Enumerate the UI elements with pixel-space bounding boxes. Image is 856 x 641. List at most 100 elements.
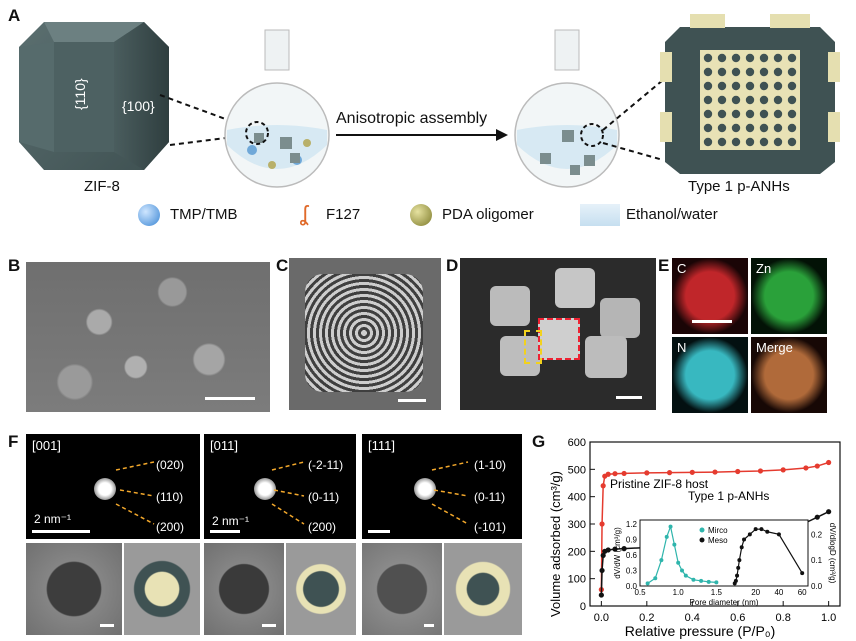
inset-point-mirco — [645, 581, 650, 586]
x-tick-label: 0.8 — [776, 612, 791, 624]
saed-pattern-111: [111] (1-10) (0-11) (-101) — [362, 434, 522, 539]
spot-m101: (-101) — [474, 520, 507, 534]
spot-110: (110) — [156, 490, 184, 504]
inset-left-tick: 0.0 — [626, 582, 638, 591]
series-label-panh: Type 1 p-ANHs — [688, 489, 769, 503]
inset-point-mirco — [699, 578, 704, 583]
inset-point-mirco — [672, 542, 677, 547]
inset-x-tick: 40 — [774, 588, 783, 597]
inset-left-tick: 0.9 — [626, 536, 638, 545]
x-tick-label: 0.6 — [730, 612, 745, 624]
edx-map-nitrogen: N — [672, 337, 748, 413]
spot-1m10: (1-10) — [474, 458, 507, 472]
x-tick-label: 0.4 — [685, 612, 700, 624]
zoom-lines-right — [602, 79, 664, 161]
inset-x-tick: 1.5 — [711, 588, 723, 597]
reaction-flask-right — [514, 29, 620, 188]
series-point-1 — [814, 514, 820, 520]
y-tick-label: 600 — [568, 437, 586, 449]
inset-point-mirco — [659, 558, 664, 563]
series-point-0 — [605, 471, 611, 477]
tem-image-111 — [362, 543, 442, 635]
inset-right-label: dV/dlogD (cm³/g) — [828, 523, 837, 584]
edx-map-carbon: C — [672, 258, 748, 334]
inset-point-mirco — [706, 579, 711, 584]
y-tick-label: 100 — [568, 574, 586, 586]
anisotropic-assembly-label: Anisotropic assembly — [336, 110, 488, 127]
tmp-tmb-legend-icon — [138, 204, 160, 226]
inset-point-mirco — [664, 534, 669, 539]
edx-label-nitrogen: N — [677, 340, 687, 355]
edx-label-zinc: Zn — [756, 261, 772, 276]
zone-axis-111: [111] — [368, 438, 395, 453]
inset-point-meso — [739, 545, 744, 550]
panel-label-d: D — [446, 256, 459, 275]
panel-label-b: B — [8, 256, 21, 275]
inset-left-tick: 1.2 — [626, 520, 638, 529]
inset-right-tick: 0.0 — [811, 582, 823, 591]
zone-axis-011: [011] — [210, 438, 238, 453]
inset-point-mirco — [668, 524, 673, 529]
tem-image-001 — [26, 543, 122, 635]
tem-image-011 — [204, 543, 284, 635]
inset-x-tick: 1.0 — [673, 588, 685, 597]
panel-label-f: F — [8, 432, 19, 451]
x-tick-label: 0.0 — [594, 612, 609, 624]
model-001 — [124, 543, 200, 635]
inset-point-meso — [735, 573, 740, 578]
series-point-0 — [666, 470, 673, 476]
series-point-1 — [621, 546, 627, 552]
reaction-flask-left — [224, 29, 330, 188]
inset-point-meso — [747, 532, 752, 537]
sem-image-b — [26, 262, 270, 412]
product-label: Type 1 p-ANHs — [688, 178, 790, 195]
series-point-0 — [757, 468, 764, 474]
inset-point-mirco — [653, 576, 658, 581]
inset-point-meso — [753, 527, 758, 532]
model-111 — [444, 543, 522, 635]
saed-pattern-011: [011] (-2-11) (0-11) (200) 2 nm⁻¹ — [204, 434, 356, 539]
series-point-0 — [735, 468, 741, 475]
edx-label-carbon: C — [677, 261, 687, 276]
inset-left-label: dV/dW (cm³/g) — [613, 527, 622, 579]
series-point-1 — [599, 567, 605, 574]
edx-label-merge: Merge — [756, 340, 793, 355]
zif8-label: ZIF-8 — [84, 178, 120, 195]
inset-point-meso — [800, 571, 805, 576]
series-point-0 — [600, 483, 606, 489]
spot-m2m11: (-2-11) — [308, 458, 344, 472]
isotherm-chart: Volume adsorbed (cm³/g) Relative pressur… — [548, 437, 841, 639]
inset-right-tick: 0.2 — [811, 530, 823, 539]
inset-point-meso — [736, 565, 741, 570]
x-tick-label: 1.0 — [821, 612, 836, 624]
pda-oligomer-legend-icon — [410, 204, 432, 226]
spot-200-b: (200) — [308, 520, 337, 534]
facet-100-label: {100} — [122, 98, 155, 114]
f127-legend-icon: ʆ — [300, 201, 308, 226]
inset-x-tick: 0.5 — [634, 588, 646, 597]
series-point-0 — [712, 469, 718, 475]
series-point-1 — [826, 509, 832, 515]
y-tick-label: 200 — [568, 546, 586, 558]
panel-label-c: C — [276, 256, 289, 275]
inset-x-label: Pore diameter (nm) — [690, 598, 759, 607]
y-tick-label: 400 — [568, 492, 586, 504]
model-011 — [286, 543, 356, 635]
inset-point-mirco — [676, 560, 681, 565]
y-tick-label: 500 — [568, 464, 586, 476]
saed-scale-label-001: 2 nm⁻¹ — [34, 512, 72, 526]
series-point-1 — [612, 546, 618, 552]
inset-x-tick: 60 — [798, 588, 807, 597]
series-point-0 — [826, 459, 832, 466]
legend-ethanol-water: Ethanol/water — [626, 206, 718, 223]
x-tick-label: 0.2 — [639, 612, 654, 624]
scale-bar-d — [616, 396, 642, 399]
inset-point-meso — [742, 537, 747, 542]
edx-map-zinc: Zn — [751, 258, 827, 334]
zif8-crystal-illustration — [19, 22, 169, 170]
series-point-1 — [600, 552, 606, 559]
spot-0m11-c: (0-11) — [474, 490, 506, 504]
y-axis-label: Volume adsorbed (cm³/g) — [548, 471, 563, 617]
p-anh-model-illustration — [660, 14, 840, 174]
x-axis-label: Relative pressure (P/P₀) — [625, 623, 776, 639]
